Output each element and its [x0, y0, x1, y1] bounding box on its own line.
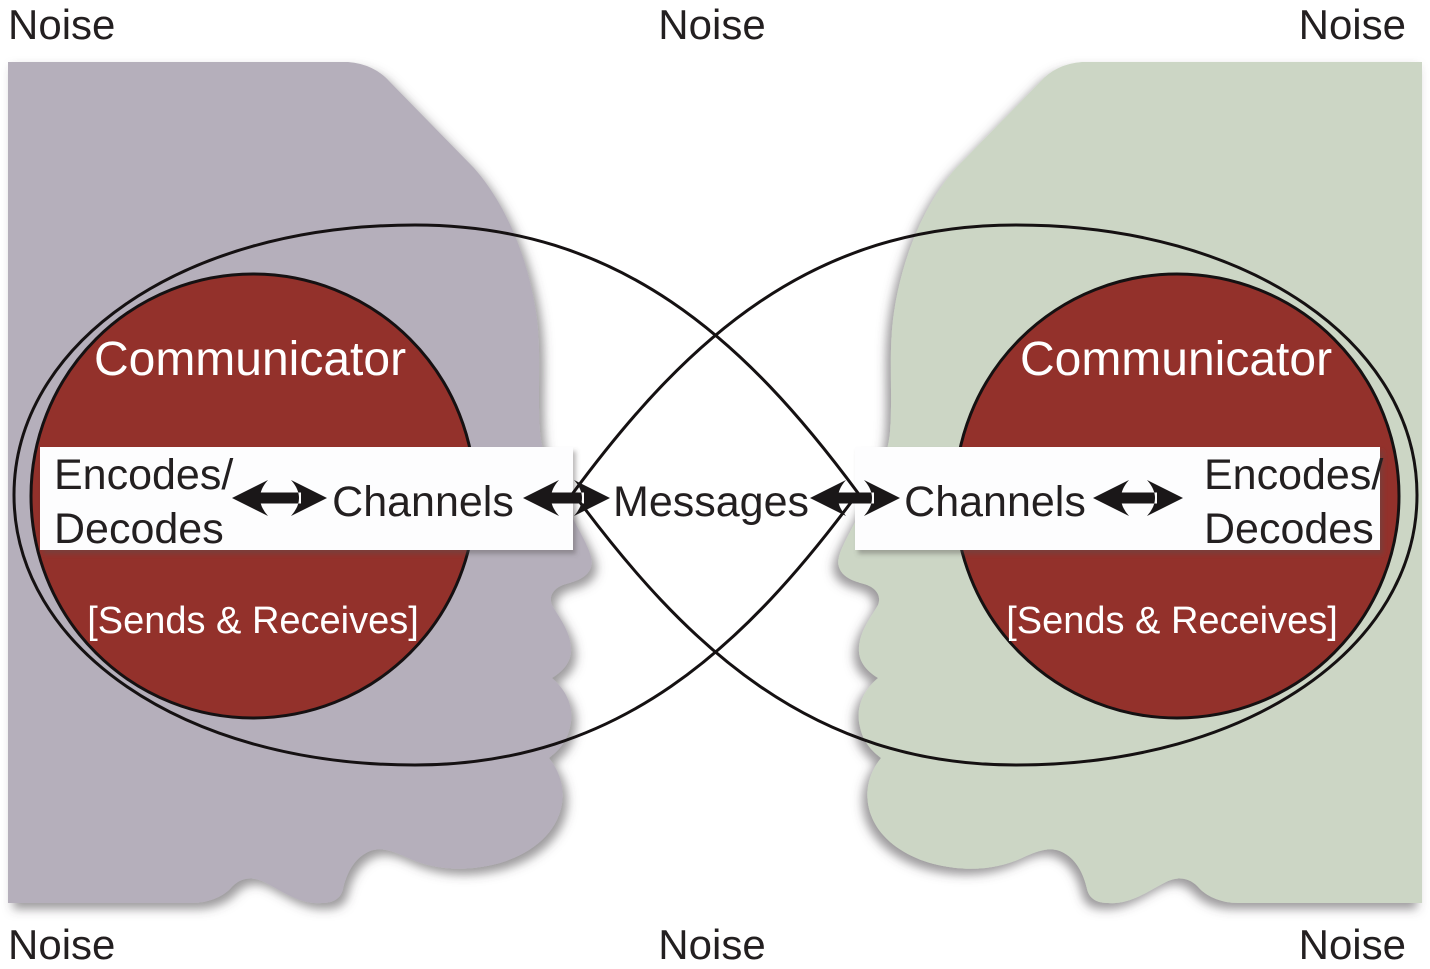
left-decodes-line: Decodes	[54, 505, 224, 553]
right-sends-receives-label: [Sends & Receives]	[1006, 600, 1338, 642]
left-encodes-decodes-label: Encodes/ Decodes	[54, 448, 233, 556]
arrow-channels-messages-left-icon	[523, 480, 610, 516]
noise-label-bottom-left: Noise	[8, 921, 116, 968]
left-sends-receives-label: [Sends & Receives]	[87, 600, 419, 642]
noise-label-top-center: Noise	[658, 1, 766, 48]
arrow-messages-channels-right-icon	[810, 480, 900, 516]
left-communicator-title: Communicator	[93, 333, 407, 386]
right-field-oval	[571, 223, 1419, 767]
right-encodes-decodes-label: Encodes/ Decodes	[1204, 448, 1383, 556]
right-communicator-title: Communicator	[1019, 333, 1333, 386]
arrow-encodes-channels-left-icon	[232, 480, 327, 516]
noise-label-bottom-center: Noise	[658, 921, 766, 968]
right-decodes-line: Decodes	[1204, 505, 1374, 553]
left-field-oval	[12, 223, 860, 767]
messages-label: Messages	[613, 478, 809, 526]
left-encodes-line: Encodes/	[54, 451, 234, 499]
right-encodes-line: Encodes/	[1204, 451, 1384, 499]
right-channels-label: Channels	[904, 478, 1086, 526]
left-channels-label: Channels	[332, 478, 514, 526]
arrow-channels-encodes-right-icon	[1093, 480, 1183, 516]
noise-label-bottom-right: Noise	[1298, 921, 1406, 968]
noise-label-top-left: Noise	[8, 1, 116, 48]
noise-label-top-right: Noise	[1298, 1, 1406, 48]
